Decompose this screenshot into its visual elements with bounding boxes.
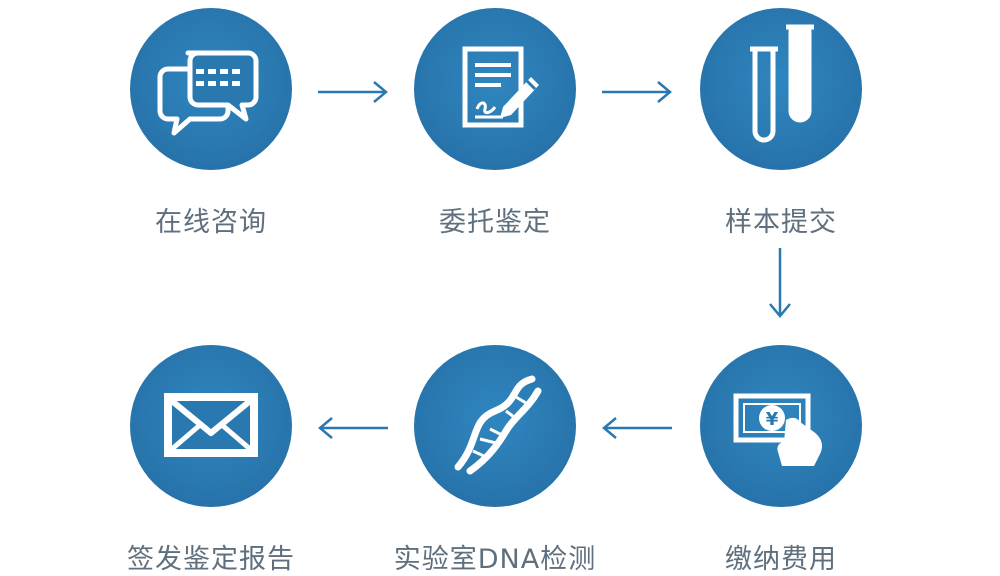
arrow-left-2 <box>318 417 388 439</box>
payment-icon: ¥ <box>733 393 822 466</box>
step-label: 缴纳费用 <box>725 544 837 575</box>
arrow-down <box>769 248 791 318</box>
step-circle <box>414 8 576 170</box>
chat-bubbles-icon <box>157 50 259 136</box>
test-tubes-icon <box>750 24 814 143</box>
step-pay-fees: ¥ 缴纳费用 <box>696 345 866 576</box>
dna-icon <box>454 375 542 475</box>
step-issue-report: 签发鉴定报告 <box>126 345 296 576</box>
step-entrust-appraisal: 委托鉴定 <box>410 8 580 239</box>
yen-symbol: ¥ <box>766 409 779 430</box>
step-circle <box>130 8 292 170</box>
step-circle <box>700 8 862 170</box>
arrow-left-1 <box>602 417 672 439</box>
step-circle <box>414 345 576 507</box>
signed-document-icon <box>462 46 539 128</box>
step-online-consultation: 在线咨询 <box>126 8 296 239</box>
step-label: 样本提交 <box>725 207 837 238</box>
step-circle <box>130 345 292 507</box>
step-label: 实验室DNA检测 <box>393 544 597 575</box>
arrow-right-1 <box>318 81 388 103</box>
envelope-icon <box>164 393 258 457</box>
step-label: 签发鉴定报告 <box>127 544 295 575</box>
arrow-right-2 <box>602 81 672 103</box>
step-lab-dna-testing: 实验室DNA检测 <box>394 345 595 576</box>
step-label: 委托鉴定 <box>439 207 551 238</box>
step-label: 在线咨询 <box>155 207 267 238</box>
step-sample-submission: 样本提交 <box>696 8 866 239</box>
step-circle: ¥ <box>700 345 862 507</box>
